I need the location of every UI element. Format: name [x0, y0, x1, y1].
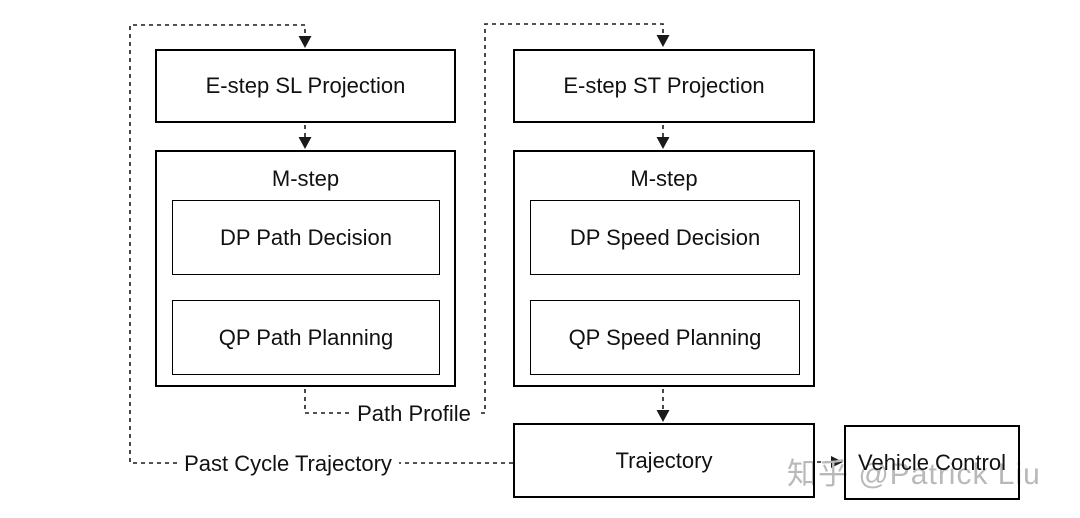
edge-label-path-profile: Path Profile	[350, 401, 478, 427]
node-label: DP Path Decision	[219, 224, 392, 250]
arrow-down-icon	[298, 36, 312, 48]
node-trajectory: Trajectory	[513, 423, 815, 498]
node-label: Vehicle Control	[858, 449, 1006, 475]
node-qp-speed-planning: QP Speed Planning	[530, 300, 800, 375]
group-title: M-step	[271, 166, 340, 191]
node-label: QP Speed Planning	[568, 324, 762, 350]
edge-label-past-cycle-trajectory: Past Cycle Trajectory	[177, 451, 399, 477]
arrow-down-icon	[656, 410, 670, 422]
node-dp-path-decision: DP Path Decision	[172, 200, 440, 275]
node-estep-sl-projection: E-step SL Projection	[155, 49, 456, 123]
arrow-down-icon	[656, 35, 670, 47]
node-vehicle-control: Vehicle Control	[844, 425, 1020, 500]
arrow-right-icon	[831, 456, 843, 468]
node-qp-path-planning: QP Path Planning	[172, 300, 440, 375]
node-label: Trajectory	[615, 447, 713, 473]
group-title: M-step	[630, 166, 698, 191]
arrow-down-icon	[656, 137, 670, 149]
node-dp-speed-decision: DP Speed Decision	[530, 200, 800, 275]
connector-path-profile	[304, 23, 664, 414]
node-label: QP Path Planning	[218, 324, 394, 350]
connector-past-cycle-trajectory	[129, 24, 513, 464]
watermark: 知乎 @Patrick Liu	[787, 458, 1041, 491]
node-label: E-step SL Projection	[205, 73, 406, 98]
arrow-down-icon	[298, 137, 312, 149]
node-label: E-step ST Projection	[563, 73, 765, 98]
node-estep-st-projection: E-step ST Projection	[513, 49, 815, 123]
node-mstep-path-group: M-step	[155, 150, 456, 387]
node-label: DP Speed Decision	[569, 224, 761, 250]
node-mstep-speed-group: M-step	[513, 150, 815, 387]
